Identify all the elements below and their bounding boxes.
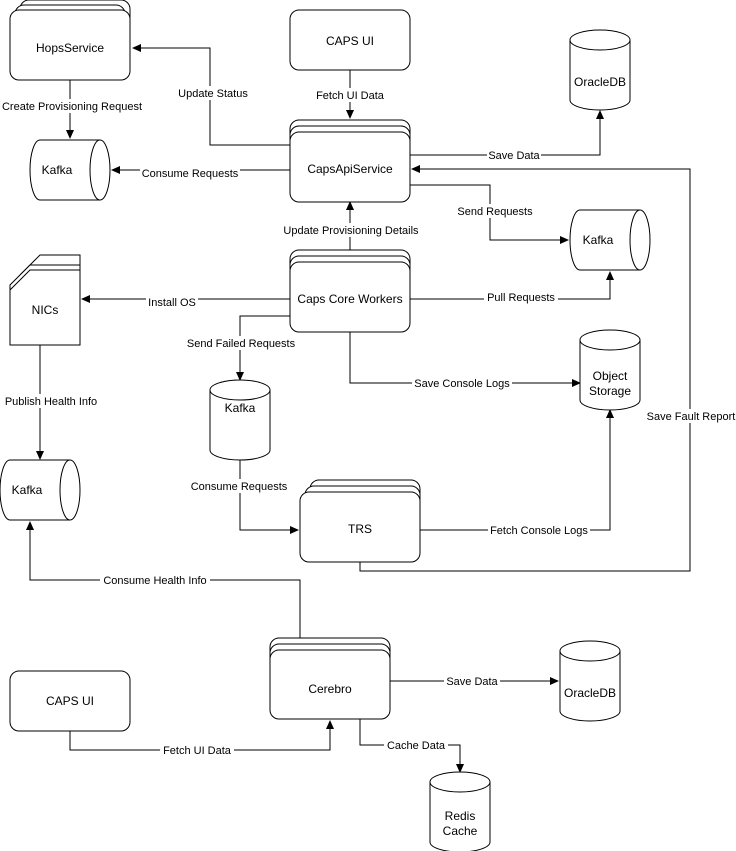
label-fetch-console: Fetch Console Logs (490, 525, 588, 537)
oracle-db-top-node: OracleDB (569, 29, 631, 111)
hops-service-label: HopsService (36, 41, 104, 55)
label-consume-health: Consume Health Info (103, 575, 206, 587)
oracle-db-bottom-label: OracleDB (564, 686, 616, 700)
label-save-console: Save Console Logs (414, 378, 510, 390)
label-publish-health: Publish Health Info (5, 396, 97, 408)
label-send-failed: Send Failed Requests (187, 338, 296, 350)
label-update-provisioning: Update Provisioning Details (283, 225, 419, 237)
label-consume-requests: Consume Requests (142, 168, 239, 180)
label-cache-data: Cache Data (387, 740, 446, 752)
label-save-data-bottom: Save Data (446, 676, 498, 688)
kafka-left-top-node: Kafka (29, 139, 111, 201)
redis-cache-label-1: Redis (445, 809, 476, 823)
cerebro-node: Cerebro (269, 637, 391, 720)
trs-node: TRS (299, 479, 421, 563)
edge-send-failed (236, 315, 290, 381)
caps-api-service-node: CapsApiService (289, 119, 411, 203)
edge-save-fault (359, 165, 691, 572)
edge-fetch-console (420, 409, 614, 531)
edge-pull-requests (410, 271, 614, 300)
redis-cache-node: Redis Cache (429, 771, 491, 851)
label-fetch-ui-bottom: Fetch UI Data (163, 745, 232, 757)
caps-core-workers-node: Caps Core Workers (289, 249, 411, 333)
label-update-status: Update Status (178, 88, 248, 100)
caps-ui-bottom-label: CAPS UI (46, 694, 94, 708)
label-save-data-top: Save Data (488, 150, 540, 162)
oracle-db-bottom-node: OracleDB (559, 640, 621, 722)
cerebro-label: Cerebro (308, 682, 352, 696)
kafka-left-top-label: Kafka (42, 163, 73, 177)
kafka-left-bottom-node: Kafka (0, 459, 81, 521)
caps-core-workers-label: Caps Core Workers (297, 292, 402, 306)
label-install-os: Install OS (148, 297, 196, 309)
redis-cache-label-2: Cache (443, 824, 478, 838)
label-save-fault: Save Fault Report (647, 411, 736, 423)
edge-consume-requests-2 (239, 459, 299, 534)
object-storage-node: Object Storage (579, 329, 641, 411)
caps-ui-bottom-node: CAPS UI (9, 670, 131, 732)
nics-label: NICs (32, 303, 59, 317)
trs-label: TRS (348, 522, 372, 536)
caps-ui-top-node: CAPS UI (289, 9, 411, 71)
hops-service-node: HopsService (9, 0, 131, 81)
oracle-db-top-label: OracleDB (574, 75, 626, 89)
kafka-right-node: Kafka (569, 209, 651, 271)
caps-api-service-label: CapsApiService (307, 162, 393, 176)
object-storage-label-1: Object (593, 369, 628, 383)
label-send-requests: Send Requests (457, 206, 533, 218)
label-pull-requests: Pull Requests (487, 292, 555, 304)
caps-ui-top-label: CAPS UI (326, 34, 374, 48)
label-consume-requests-2: Consume Requests (191, 481, 288, 493)
edge-labels: Update Status Create Provisioning Reques… (0, 86, 736, 757)
kafka-right-label: Kafka (583, 233, 614, 247)
nics-node: NICs (9, 254, 81, 346)
kafka-mid-label: Kafka (225, 401, 256, 415)
edge-save-console (349, 332, 581, 387)
kafka-left-bottom-label: Kafka (12, 483, 43, 497)
label-fetch-ui-top: Fetch UI Data (316, 90, 385, 102)
label-create-provisioning: Create Provisioning Request (2, 101, 142, 113)
object-storage-label-2: Storage (589, 384, 631, 398)
kafka-mid-node: Kafka (209, 379, 271, 461)
edge-save-data-top (410, 110, 604, 156)
